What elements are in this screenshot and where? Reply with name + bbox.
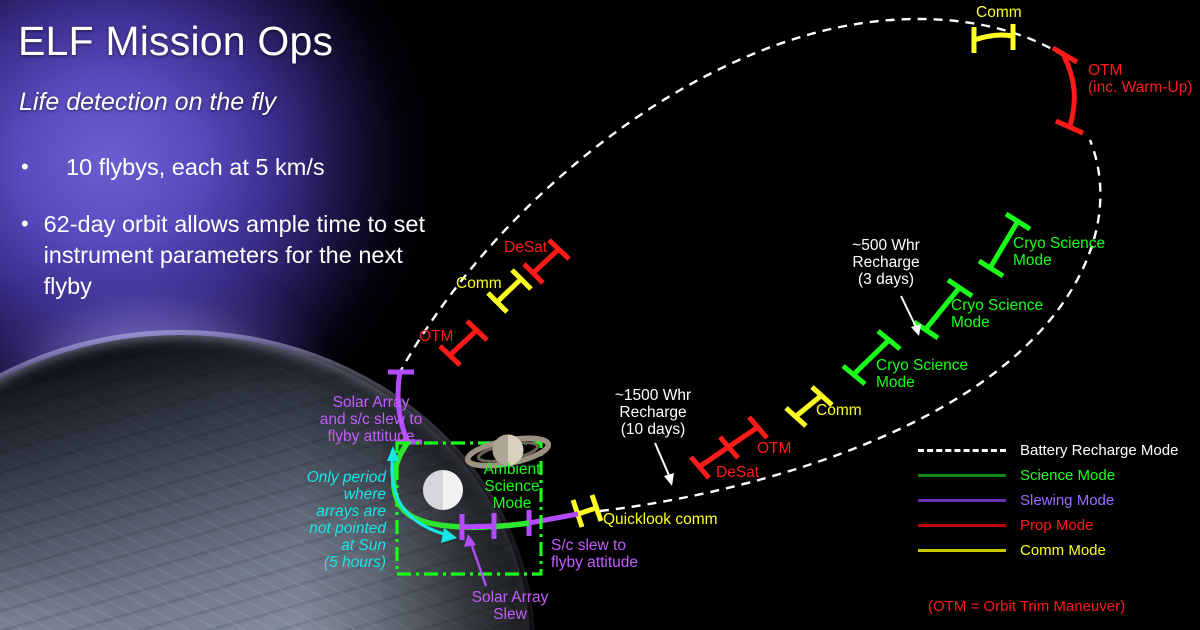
bullet-text: 62-day orbit allows ample time to set in… [43, 211, 425, 299]
legend-label: Battery Recharge Mode [1020, 442, 1179, 459]
legend-label: Prop Mode [1020, 517, 1094, 534]
label-recharge-500: ~500 Whr Recharge (3 days) [852, 237, 920, 288]
label-cryo-science-1: Cryo Science Mode [1013, 235, 1106, 269]
label-only-period: Only period where arrays are not pointed… [306, 469, 386, 571]
segment-quicklook-comm [570, 494, 604, 528]
page-title: ELF Mission Ops [18, 18, 334, 64]
legend-swatch-purple-line [918, 499, 1006, 502]
bullet-text: 10 flybys, each at 5 km/s [66, 154, 325, 180]
label-desat-descending: DeSat [716, 464, 760, 481]
legend-swatch-dashed-line [918, 449, 1006, 452]
orbit-path-descending [599, 139, 1102, 513]
label-desat-ascending: DeSat [504, 239, 548, 256]
legend-swatch-yellow-line [918, 549, 1006, 552]
callout-arrow-only-period [387, 446, 457, 543]
saturn-illustration [464, 434, 552, 469]
legend-footnote: (OTM = Orbit Trim Maneuver) [928, 598, 1126, 615]
label-otm-ascending: OTM [419, 328, 454, 345]
label-recharge-1500: ~1500 Whr Recharge (10 days) [614, 387, 692, 438]
label-cryo-science-2: Cryo Science Mode [951, 297, 1044, 331]
label-comm-ascending: Comm [456, 275, 502, 292]
label-quicklook-comm: Quicklook comm [603, 511, 718, 528]
segment-comm-descending [784, 385, 834, 428]
segment-cryo-science-2 [912, 277, 974, 341]
bullet-marker: • [21, 154, 29, 179]
bullet-marker: • [21, 211, 29, 236]
segment-cryo-science-1 [977, 211, 1032, 279]
segment-otm-warmup [1051, 45, 1085, 136]
segment-sc-slew-flyby [526, 510, 579, 536]
label-comm-descending: Comm [816, 402, 862, 419]
legend-label: Science Mode [1020, 467, 1116, 484]
callout-arrow-recharge-500 [900, 295, 921, 336]
legend-item-prop-mode: Prop Mode [918, 513, 1188, 538]
callout-arrow-recharge-1500 [654, 442, 674, 486]
segment-cryo-science-3 [841, 329, 902, 386]
enceladus-illustration [423, 470, 463, 510]
legend-item-science-mode: Science Mode [918, 463, 1188, 488]
segment-desat-otm-descending [689, 415, 769, 480]
orbit-path-ascending [398, 17, 1065, 373]
label-solar-array-slew: Solar Array Slew [471, 589, 549, 623]
label-sc-slew-flyby: S/c slew to flyby attitude [551, 537, 639, 571]
segment-solar-array-slew [459, 513, 497, 540]
label-cryo-science-3: Cryo Science Mode [876, 357, 969, 391]
legend-label: Slewing Mode [1020, 492, 1115, 509]
legend-item-slewing-mode: Slewing Mode [918, 488, 1188, 513]
legend-item-battery-recharge: Battery Recharge Mode [918, 438, 1188, 463]
label-ambient-science-mode: Ambient Science Mode [483, 461, 541, 512]
label-otm-warmup: OTM (inc. Warm-Up) [1088, 62, 1193, 96]
segment-desat-ascending [522, 238, 571, 285]
legend-label: Comm Mode [1020, 542, 1106, 559]
callout-arrow-solar-array-slew [464, 534, 488, 587]
label-otm-descending: OTM [757, 440, 792, 457]
list-item: • 10 flybys, each at 5 km/s [16, 152, 446, 183]
legend-swatch-red-line [918, 524, 1006, 527]
legend-item-comm-mode: Comm Mode [918, 538, 1188, 563]
page-subtitle: Life detection on the fly [19, 88, 277, 116]
legend: Battery Recharge Mode Science Mode Slewi… [918, 438, 1188, 563]
segment-otm-ascending [438, 319, 489, 367]
segment-comm-ascending [486, 268, 533, 314]
bullet-list: • 10 flybys, each at 5 km/s • 62-day orb… [16, 152, 446, 328]
label-array-sc-slew: Solar Array and s/c slew to flyby attitu… [319, 394, 423, 445]
label-comm-apoapsis: Comm [976, 4, 1022, 21]
segment-comm-apoapsis [971, 24, 1016, 53]
list-item: • 62-day orbit allows ample time to set … [16, 209, 446, 302]
flyby-period-box [395, 441, 543, 576]
legend-swatch-green-line [918, 474, 1006, 477]
